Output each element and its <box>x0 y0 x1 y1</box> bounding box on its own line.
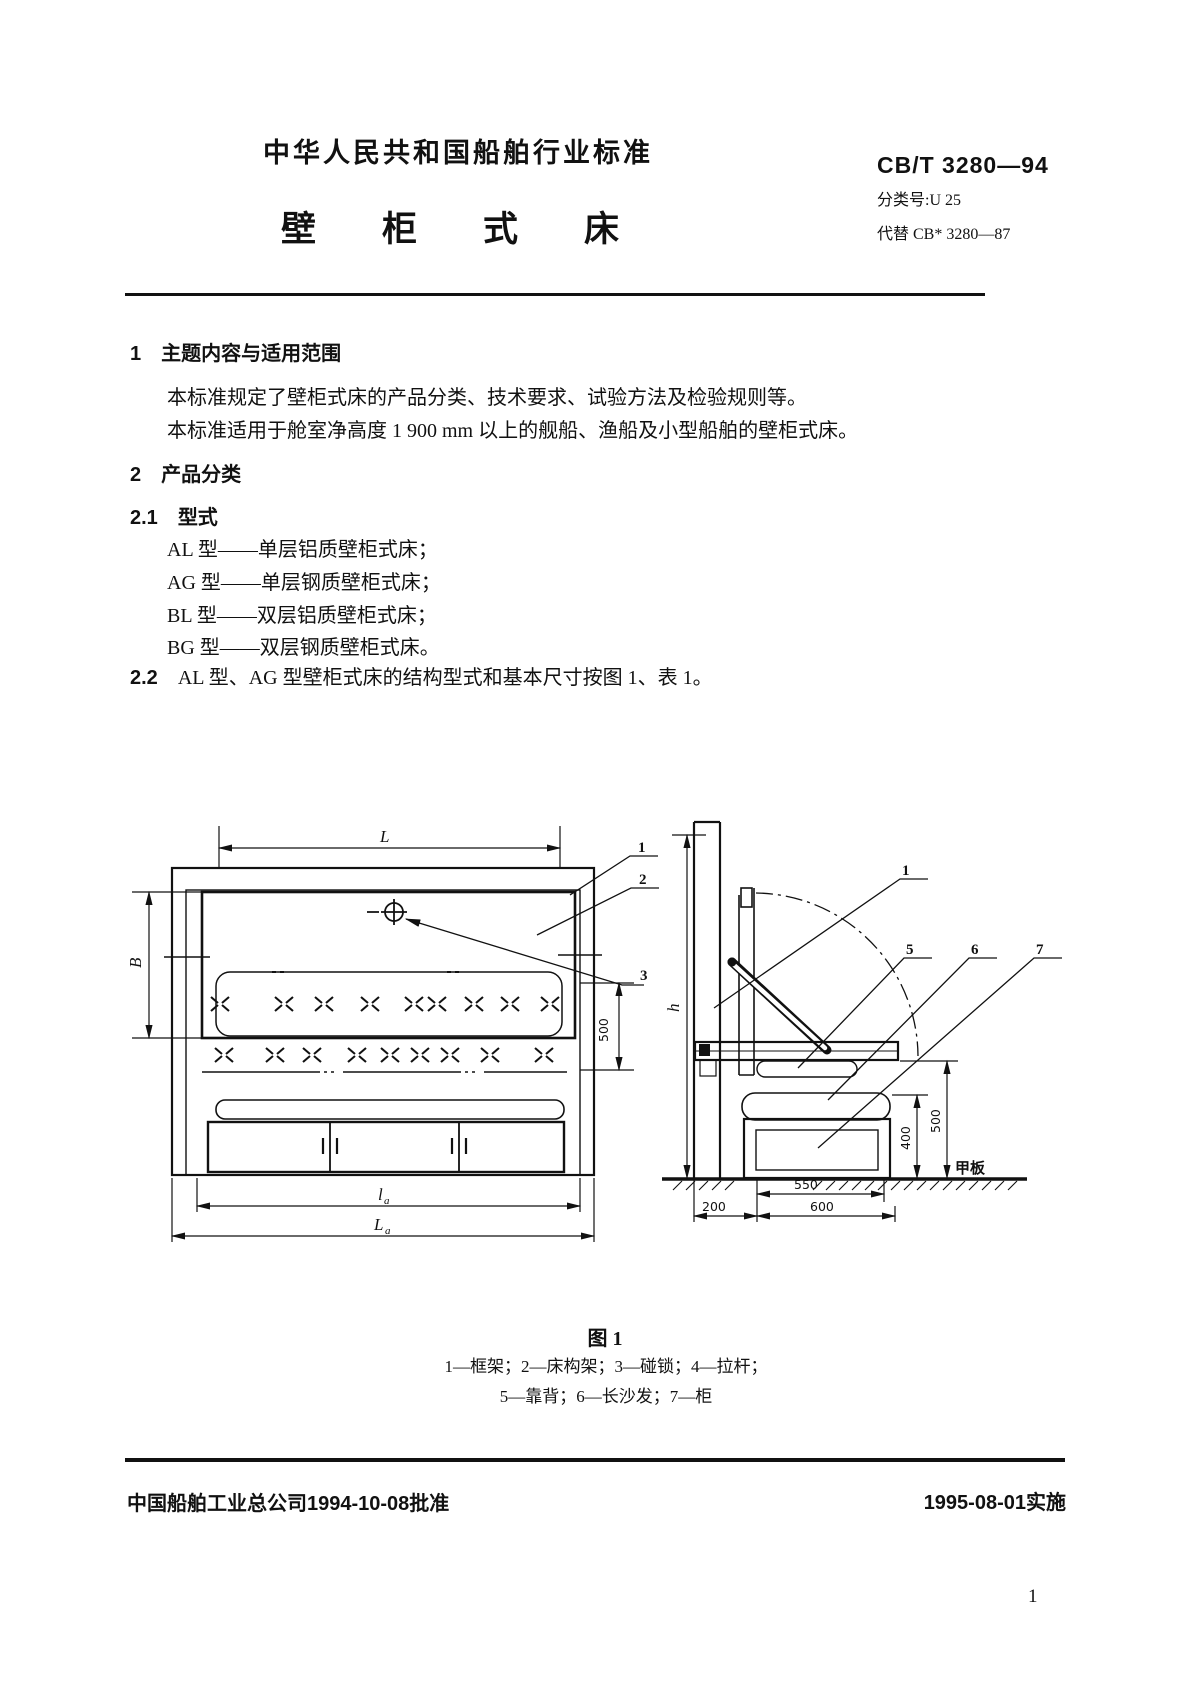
type-item-al: AL 型——单层铝质壁柜式床； <box>167 539 438 561</box>
sofa-side <box>741 1092 892 1180</box>
deck-label: 甲板 <box>955 1159 986 1177</box>
implementation-note: 1995-08-01实施 <box>923 1492 1066 1514</box>
classification-number: 分类号:U 25 <box>877 192 962 209</box>
dim-label-500-right: 500 <box>928 1109 943 1133</box>
section1-paragraph2: 本标准适用于舱室净高度 1 900 mm 以上的舰船、渔船及小型船舶的壁柜式床。 <box>167 420 859 442</box>
dim-label-la-sub: a <box>384 1195 390 1207</box>
clause-2-1: 2.1 型式 <box>130 501 218 530</box>
side-view-drawing: 甲板 h 400 500 550 200 600 1 5 <box>662 820 1062 1222</box>
callout-6-right: 6 <box>971 942 979 958</box>
dim-label-B: B <box>126 957 145 968</box>
clause-2-2-number: 2.2 <box>130 667 158 689</box>
front-view-drawing: L B <box>126 826 659 1242</box>
pull-rod <box>727 957 832 1055</box>
clause-2-2: 2.2 AL 型、AG 型壁柜式床的结构型式和基本尺寸按图 1、表 1。 <box>130 661 713 690</box>
type-item-bl: BL 型——双层铝质壁柜式床； <box>167 605 437 627</box>
callout-1-right: 1 <box>902 863 910 879</box>
dim-label-500-left: 500 <box>596 1018 611 1042</box>
clause-2-1-title: 型式 <box>177 507 218 529</box>
figure-legend-line2: 5—靠背；6—长沙发；7—柜 <box>499 1387 713 1406</box>
dim-label-La: L <box>373 1215 383 1234</box>
callout-5-right: 5 <box>906 942 914 958</box>
clause-2-2-text: AL 型、AG 型壁柜式床的结构型式和基本尺寸按图 1、表 1。 <box>177 667 713 689</box>
bed-platform <box>693 1040 900 1077</box>
cabinet-front <box>206 1120 566 1174</box>
standard-name: 中华人民共和国船舶行业标准 <box>263 138 653 168</box>
standard-code: CB/T 3280—94 <box>877 152 1049 178</box>
callout-1-left: 1 <box>638 840 646 856</box>
figure-caption: 图 1 <box>587 1328 623 1350</box>
callout-3-left: 3 <box>640 968 648 984</box>
page-number: 1 <box>1028 1586 1038 1607</box>
figure-1-technical-drawing: L B <box>126 820 1062 1242</box>
dim-label-La-sub: a <box>385 1225 391 1237</box>
platform-cushion <box>756 1060 858 1078</box>
header-rule <box>125 293 985 296</box>
document-title: 壁柜式床 <box>281 210 686 249</box>
dim-label-600: 600 <box>810 1199 834 1214</box>
dim-label-L: L <box>379 827 389 846</box>
dim-label-h: h <box>664 1004 683 1013</box>
approval-note: 中国船舶工业总公司1994-10-08批准 <box>127 1493 450 1515</box>
backrest-strip <box>215 1099 565 1120</box>
callout-7-right: 7 <box>1036 942 1044 958</box>
section1-paragraph1: 本标准规定了壁柜式床的产品分类、技术要求、试验方法及检验规则等。 <box>167 387 807 409</box>
section2-heading: 2 产品分类 <box>130 464 242 486</box>
dim-label-400: 400 <box>898 1126 913 1150</box>
dim-label-la: l <box>378 1185 383 1204</box>
type-item-bg: BG 型——双层钢质壁柜式床。 <box>167 637 440 659</box>
dim-label-550: 550 <box>794 1177 818 1192</box>
type-item-ag: AG 型——单层钢质壁柜式床； <box>167 572 441 594</box>
clause-2-1-number: 2.1 <box>130 507 158 529</box>
catch-lock-symbol <box>367 899 407 925</box>
figure-legend-line1: 1—框架；2—床构架；3—碰锁；4—拉杆； <box>444 1357 768 1376</box>
footer-rule <box>125 1458 1065 1462</box>
dim-label-200: 200 <box>702 1199 726 1214</box>
section1-heading: 1 主题内容与适用范围 <box>130 343 342 365</box>
replaces-note: 代替 CB* 3280—87 <box>877 226 1011 243</box>
callout-2-left: 2 <box>639 872 647 888</box>
